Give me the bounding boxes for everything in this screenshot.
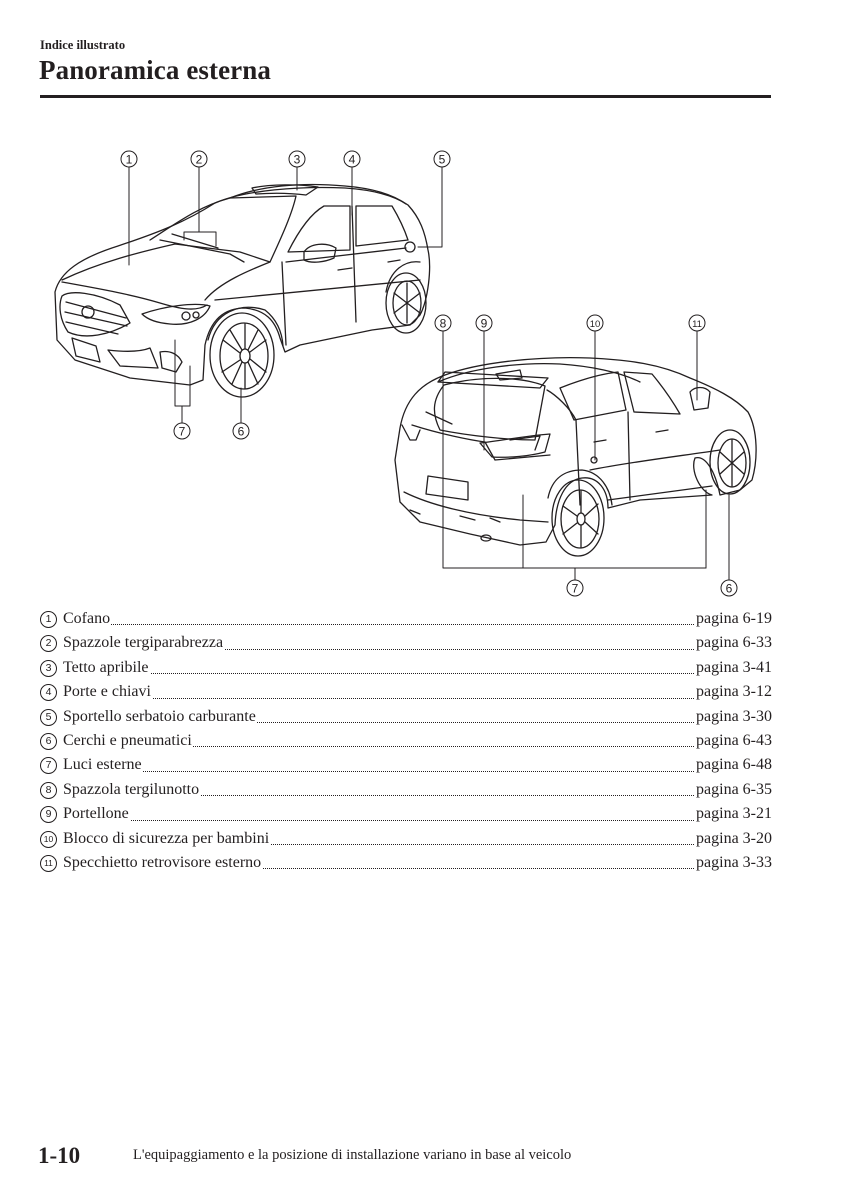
page-reference: pagina 6-19: [694, 607, 772, 631]
item-number: 2: [40, 635, 57, 653]
dot-leader: [40, 721, 772, 723]
legend-item: 10 Blocco di sicurezza per bambini pagina…: [40, 826, 772, 851]
callout-2: 2: [196, 153, 203, 167]
legend-item: 8 Spazzola tergilunotto pagina 6-35: [40, 777, 772, 802]
item-number: 1: [40, 611, 57, 628]
dot-leader: [40, 697, 772, 699]
item-label: Tetto apribile: [63, 658, 149, 676]
item-label: Blocco di sicurezza per bambini: [63, 829, 270, 847]
item-number: 8: [40, 781, 57, 799]
page-reference: pagina 3-41: [694, 655, 772, 680]
dot-leader: [40, 770, 772, 772]
item-label: Sportello serbatoio carburante: [63, 707, 256, 725]
item-number: 7: [40, 757, 57, 775]
title-divider: [40, 95, 771, 98]
rear-car-drawing: [394, 356, 757, 557]
callout-7-rear: 7: [572, 582, 579, 596]
item-number: 5: [40, 708, 57, 726]
legend-item: 2 Spazzole tergiparabrezza pagina 6-33: [40, 631, 772, 656]
item-number: 10: [40, 830, 57, 848]
page-reference: pagina 3-30: [694, 704, 772, 729]
page-reference: pagina 3-12: [694, 680, 772, 705]
page-reference: pagina 6-43: [694, 728, 772, 753]
section-label: Indice illustrato: [40, 38, 126, 52]
page-number: 1-10: [38, 1143, 81, 1168]
page-reference: pagina 6-33: [694, 631, 772, 656]
item-label: Luci esterne: [63, 756, 142, 774]
dot-leader: [40, 868, 772, 870]
item-number: 4: [40, 684, 57, 702]
dot-leader: [40, 843, 772, 845]
page-title: Panoramica esterna: [39, 55, 271, 85]
page-reference: pagina 3-21: [694, 802, 772, 827]
dot-leader: [40, 795, 772, 797]
callout-6-rear: 6: [726, 582, 733, 596]
item-number: 9: [40, 806, 57, 824]
item-label: Porte e chiavi: [63, 683, 151, 701]
dot-leader: [40, 819, 772, 821]
item-label: Cofano: [63, 610, 111, 627]
callout-8: 8: [440, 317, 447, 331]
page-reference: pagina 3-20: [694, 826, 772, 851]
item-number: 3: [40, 659, 57, 677]
page-reference: pagina 3-33: [694, 850, 772, 875]
legend-item: 3 Tetto apribile pagina 3-41: [40, 655, 772, 680]
item-label: Spazzola tergilunotto: [63, 780, 200, 798]
item-number: 6: [40, 732, 57, 750]
callout-6-front: 6: [238, 425, 245, 439]
callout-3: 3: [294, 153, 301, 167]
callout-numbers: 1 2 3 4 5 7 6 8 9 10 11 7 6: [126, 153, 733, 596]
item-label: Portellone: [63, 805, 129, 823]
footer-note: L'equipaggiamento e la posizione di inst…: [133, 1147, 572, 1163]
callout-7-front: 7: [179, 425, 186, 439]
legend-item: 4 Porte e chiavi pagina 3-12: [40, 680, 772, 705]
page-reference: pagina 6-35: [694, 777, 772, 802]
front-car-drawing: [54, 183, 431, 398]
item-number: 11: [40, 854, 57, 872]
dot-leader: [40, 648, 772, 650]
callout-10: 10: [590, 319, 601, 330]
legend-item: 1 Cofano pagina 6-19: [40, 607, 772, 631]
callout-11: 11: [692, 319, 702, 330]
callout-9: 9: [481, 317, 488, 331]
callout-4: 4: [349, 153, 356, 167]
item-label: Specchietto retrovisore esterno: [63, 853, 262, 871]
dot-leader: [40, 673, 772, 675]
legend-item: 5 Sportello serbatoio carburante pagina 3…: [40, 704, 772, 729]
page-reference: pagina 6-48: [694, 753, 772, 778]
legend-item: 6 Cerchi e pneumatici pagina 6-43: [40, 728, 772, 753]
legend-item: 9 Portellone pagina 3-21: [40, 802, 772, 827]
dot-leader: [40, 746, 772, 748]
legend-item: 11 Specchietto retrovisore esterno pagina…: [40, 850, 772, 875]
parts-legend: 1 Cofano pagina 6-19 2 Spazzole tergiparab…: [40, 607, 772, 875]
vehicle-exterior-illustration: 1 2 3 4 5 7 6 8 9 10 11 7 6: [54, 150, 757, 597]
legend-item: 7 Luci esterne pagina 6-48: [40, 753, 772, 778]
item-label: Cerchi e pneumatici: [63, 731, 192, 749]
dot-leader: [40, 624, 772, 626]
callout-markers: [120, 150, 738, 597]
callout-5: 5: [439, 153, 446, 167]
callout-1: 1: [126, 153, 133, 167]
item-label: Spazzole tergiparabrezza: [63, 634, 224, 652]
